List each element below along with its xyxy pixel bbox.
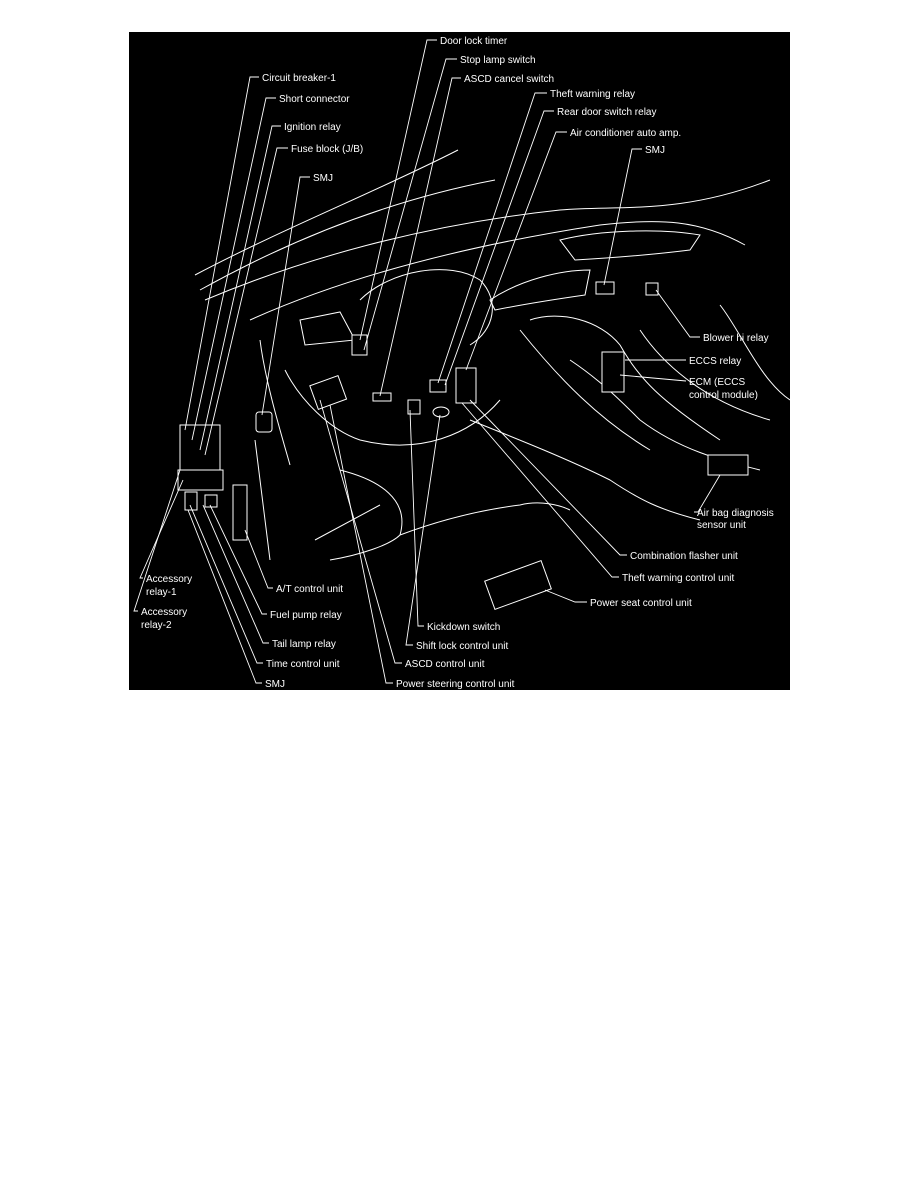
smj-connector-component (255, 411, 273, 433)
dashboard-outline (194, 149, 791, 561)
label-ignition-relay: Ignition relay (284, 122, 341, 133)
label-ecm-line1: ECM (ECCS (689, 377, 745, 388)
fuel-pump-relay-component (204, 494, 218, 508)
label-eccs-relay: ECCS relay (689, 356, 741, 367)
accessory-relay-component (184, 491, 198, 511)
label-accessory-relay-2-line2: relay-2 (141, 620, 172, 631)
label-accessory-relay-2-line1: Accessory (141, 607, 187, 618)
component-location-diagram: Door lock timer Stop lamp switch ASCD ca… (129, 32, 791, 690)
label-tail-lamp-relay: Tail lamp relay (272, 639, 336, 650)
leader-lines (133, 39, 721, 684)
power-seat-unit-component (484, 560, 552, 610)
label-fuse-block: Fuse block (J/B) (291, 144, 363, 155)
label-kickdown-switch: Kickdown switch (427, 622, 500, 633)
relay-cluster-component (177, 469, 224, 491)
at-control-unit-component (232, 484, 248, 541)
air-bag-sensor-component (707, 454, 749, 476)
label-power-steering-control-unit: Power steering control unit (396, 679, 515, 690)
ascd-cancel-switch-component (372, 392, 392, 402)
label-theft-warning-control-unit: Theft warning control unit (622, 573, 735, 584)
label-door-lock-timer: Door lock timer (440, 36, 508, 47)
label-ascd-control-unit: ASCD control unit (405, 659, 485, 670)
label-ascd-cancel-switch: ASCD cancel switch (464, 74, 554, 85)
label-smj-upper-left: SMJ (313, 173, 333, 184)
label-at-control-unit: A/T control unit (276, 584, 343, 595)
power-steering-unit-component (309, 374, 348, 410)
label-shift-lock-control-unit: Shift lock control unit (416, 641, 508, 652)
label-circuit-breaker-1: Circuit breaker-1 (262, 73, 336, 84)
label-ecm-line2: control module) (689, 390, 758, 401)
label-stop-lamp-switch: Stop lamp switch (460, 55, 536, 66)
label-theft-warning-relay: Theft warning relay (550, 89, 635, 100)
theft-warning-unit-component (455, 367, 477, 404)
label-air-bag-line1: Air bag diagnosis (697, 508, 774, 519)
blower-hi-relay-component (645, 282, 659, 296)
fuse-block-component (179, 424, 221, 471)
label-time-control-unit: Time control unit (266, 659, 340, 670)
kickdown-switch-component (407, 399, 421, 415)
label-air-bag-line2: sensor unit (697, 520, 746, 531)
label-smj-right: SMJ (645, 145, 665, 156)
shift-lock-unit-component (432, 406, 450, 418)
label-accessory-relay-1-line2: relay-1 (146, 587, 177, 598)
label-smj-bottom: SMJ (265, 679, 285, 690)
components (177, 281, 749, 610)
label-short-connector: Short connector (279, 94, 350, 105)
ecm-component (601, 351, 625, 393)
label-rear-door-switch-relay: Rear door switch relay (557, 107, 656, 118)
label-blower-hi-relay: Blower hi relay (703, 333, 769, 344)
label-air-conditioner-auto-amp: Air conditioner auto amp. (570, 128, 681, 139)
labels: Door lock timer Stop lamp switch ASCD ca… (141, 36, 774, 690)
label-power-seat-control-unit: Power seat control unit (590, 598, 692, 609)
door-lock-timer-component (351, 334, 368, 356)
label-fuel-pump-relay: Fuel pump relay (270, 610, 342, 621)
label-combination-flasher-unit: Combination flasher unit (630, 551, 738, 562)
smj-right-component (595, 281, 615, 295)
label-accessory-relay-1-line1: Accessory (146, 574, 192, 585)
theft-warning-relay-component (429, 379, 447, 393)
